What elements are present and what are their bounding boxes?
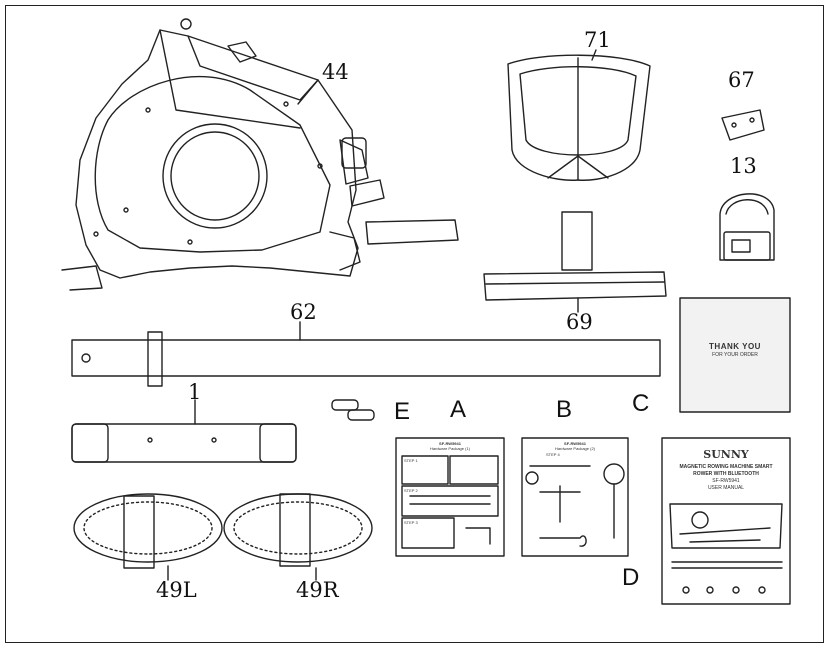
manual-doc: USER MANUAL: [707, 485, 745, 491]
callout-67: 67: [728, 68, 755, 92]
manual-brand: SUNNY: [703, 448, 749, 461]
pedal-right: [223, 493, 373, 567]
hardware-a-header: SF-RW5941: [439, 441, 461, 446]
pedal-left: [73, 493, 223, 569]
manual-model: SF-RW5941: [712, 478, 740, 484]
seat: [507, 54, 651, 181]
hardware-a-subheader: Hardware Package (1): [429, 446, 471, 451]
rear-stabilizer: [483, 211, 667, 301]
user-manual: [661, 437, 791, 605]
callout-13: 13: [730, 154, 757, 178]
thank-you-subtitle: FOR YOUR ORDER: [712, 352, 758, 358]
callout-71: 71: [584, 28, 611, 52]
callout-49R: 49R: [296, 578, 339, 602]
bracket: [721, 109, 765, 141]
callout-A: A: [450, 396, 467, 423]
callout-leader-44: [297, 79, 319, 105]
hardware-a-step1: STEP 1: [404, 458, 418, 463]
end-caps: [331, 399, 375, 421]
callout-C: C: [632, 390, 650, 417]
callout-44: 44: [322, 60, 349, 84]
diagram-frame: [5, 5, 824, 643]
flywheel-housing: [61, 18, 459, 291]
front-stabilizer: [71, 423, 297, 463]
thank-you-title: THANK YOU: [709, 342, 761, 351]
manual-title-line2: ROWER WITH BLUETOOTH: [693, 471, 759, 477]
callout-E: E: [394, 398, 411, 425]
hardware-pack-a: [395, 437, 505, 557]
callout-62: 62: [290, 300, 317, 324]
callout-D: D: [622, 564, 640, 591]
callout-1: 1: [188, 380, 202, 404]
hardware-pack-b: [521, 437, 629, 557]
hardware-a-step3: STEP 3: [404, 520, 418, 525]
monitor: [719, 193, 775, 261]
hardware-b-step4: STEP 4: [546, 452, 560, 457]
manual-title-line1: MAGNETIC ROWING MACHINE SMART: [679, 464, 773, 470]
callout-leader-71: [591, 49, 597, 61]
main-rail: [71, 331, 661, 387]
hardware-a-step2: STEP 2: [404, 488, 418, 493]
callout-69: 69: [566, 310, 593, 334]
thank-you-card: [679, 297, 791, 413]
hardware-b-header: SF-RW5941: [564, 441, 586, 446]
callout-B: B: [556, 396, 573, 423]
hardware-b-subheader: Hardware Package (2): [554, 446, 596, 451]
callout-49L: 49L: [156, 578, 197, 602]
